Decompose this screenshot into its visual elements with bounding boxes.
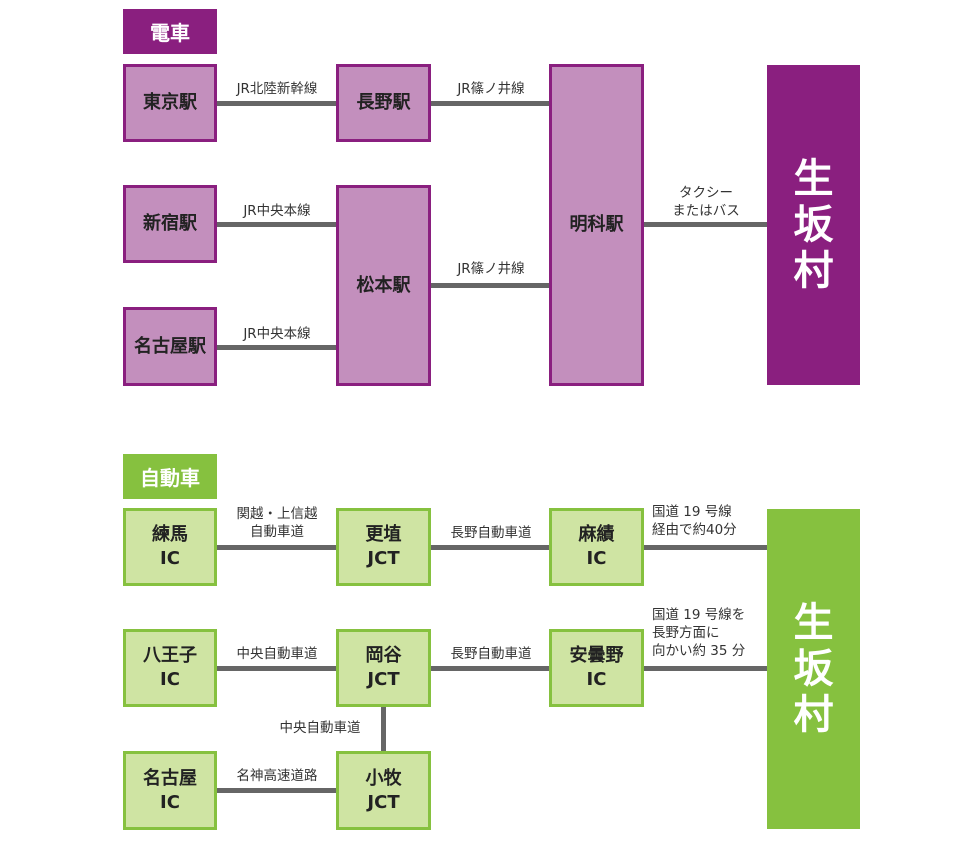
label-nerima-koshoku-line-2: 自動車道 [250,524,304,540]
car-destination-char-3: 村 [793,692,834,738]
label-azumino-destination-line-3: 向かい約 35 分 [652,643,746,659]
label-hachioji-okaya: 中央自動車道 [236,646,318,662]
ic-nagoya-name: 名古屋 [143,767,197,789]
ic-nagoya: 名古屋 IC [123,751,217,830]
label-omi-destination-line-2: 経由で約40分 [652,522,737,538]
line-omi-destination [644,545,768,550]
train-destination-char-2: 坂 [793,202,834,248]
ic-hachioji-type: IC [160,669,180,690]
ic-omi-type: IC [586,548,607,569]
jct-okaya-name: 岡谷 [365,645,402,666]
ic-azumino: 安曇野 IC [549,629,644,707]
label-nagano-akashina: JR篠ノ井線 [457,81,525,97]
line-tokyo-nagano [217,101,337,106]
car-destination-char-1: 生 [793,600,834,646]
jct-komaki-name: 小牧 [365,767,402,789]
line-azumino-destination [644,666,768,671]
label-nerima-koshoku-line-1: 関越・上信越 [236,506,318,522]
ic-azumino-name: 安曇野 [569,645,624,666]
train-destination-char-3: 村 [793,248,834,294]
station-nagano-label: 長野駅 [356,92,411,113]
station-tokyo-label: 東京駅 [143,92,197,113]
ic-azumino-type: IC [586,669,607,690]
line-nagano-akashina [431,101,551,106]
jct-koshoku: 更埴 JCT [336,508,431,586]
station-akashina: 明科駅 [549,64,644,386]
label-akashina-destination-line-1: タクシー [679,185,733,201]
label-omi-destination-line-1: 国道 19 号線 [652,504,732,520]
station-tokyo: 東京駅 [123,64,217,142]
ic-omi: 麻績 IC [549,508,644,586]
label-matsumoto-akashina: JR篠ノ井線 [457,261,525,277]
line-okaya-komaki [381,707,386,752]
line-okaya-azumino [431,666,551,671]
line-nagoya-matsumoto [217,345,337,350]
line-matsumoto-akashina [431,283,551,288]
car-destination-char-2: 坂 [793,646,834,692]
ic-nerima-type: IC [160,548,180,569]
station-shinjuku-label: 新宿駅 [143,213,197,234]
station-matsumoto-label: 松本駅 [356,274,411,296]
label-nerima-koshoku: 関越・上信越 自動車道 [217,505,337,541]
jct-okaya: 岡谷 JCT [336,629,431,707]
ic-nagoya-type: IC [160,791,180,813]
label-nagoya-komaki: 名神高速道路 [236,768,318,784]
jct-koshoku-type: JCT [367,548,400,569]
station-shinjuku: 新宿駅 [123,185,217,263]
label-okaya-komaki: 中央自動車道 [279,720,361,736]
label-omi-destination: 国道 19 号線 経由で約40分 [652,503,767,539]
label-azumino-destination-line-1: 国道 19 号線を [652,607,746,623]
label-shinjuku-matsumoto: JR中央本線 [243,203,311,219]
line-nerima-koshoku [217,545,337,550]
line-hachioji-okaya [217,666,337,671]
line-koshoku-omi [431,545,551,550]
ic-nerima: 練馬 IC [123,508,217,586]
line-nagoya-komaki [217,788,337,793]
label-nagoya-matsumoto: JR中央本線 [243,326,311,342]
train-section-header: 電車 [123,9,217,54]
label-azumino-destination: 国道 19 号線を 長野方面に 向かい約 35 分 [652,606,767,660]
train-destination-ikusaka: 生 坂 村 [767,65,860,385]
line-akashina-destination [644,222,768,227]
station-nagoya: 名古屋駅 [123,307,217,386]
station-matsumoto: 松本駅 [336,185,431,386]
ic-hachioji: 八王子 IC [123,629,217,707]
label-okaya-azumino: 長野自動車道 [450,646,532,662]
ic-omi-name: 麻績 [578,524,615,545]
label-koshoku-omi: 長野自動車道 [450,525,532,541]
station-nagoya-label: 名古屋駅 [134,335,206,357]
label-akashina-destination-line-2: またはバス [672,203,740,219]
train-destination-char-1: 生 [793,156,834,202]
jct-koshoku-name: 更埴 [365,524,402,545]
label-azumino-destination-line-2: 長野方面に [652,625,720,641]
jct-komaki-type: JCT [367,791,400,813]
label-tokyo-nagano: JR北陸新幹線 [236,81,318,97]
line-shinjuku-matsumoto [217,222,337,227]
car-section-header: 自動車 [123,454,217,499]
ic-nerima-name: 練馬 [152,524,188,545]
station-nagano: 長野駅 [336,64,431,142]
jct-komaki: 小牧 JCT [336,751,431,830]
station-akashina-label: 明科駅 [569,214,624,235]
ic-hachioji-name: 八王子 [143,645,197,666]
car-destination-ikusaka: 生 坂 村 [767,509,860,829]
label-akashina-destination: タクシー またはバス [644,184,768,220]
jct-okaya-type: JCT [367,669,400,690]
